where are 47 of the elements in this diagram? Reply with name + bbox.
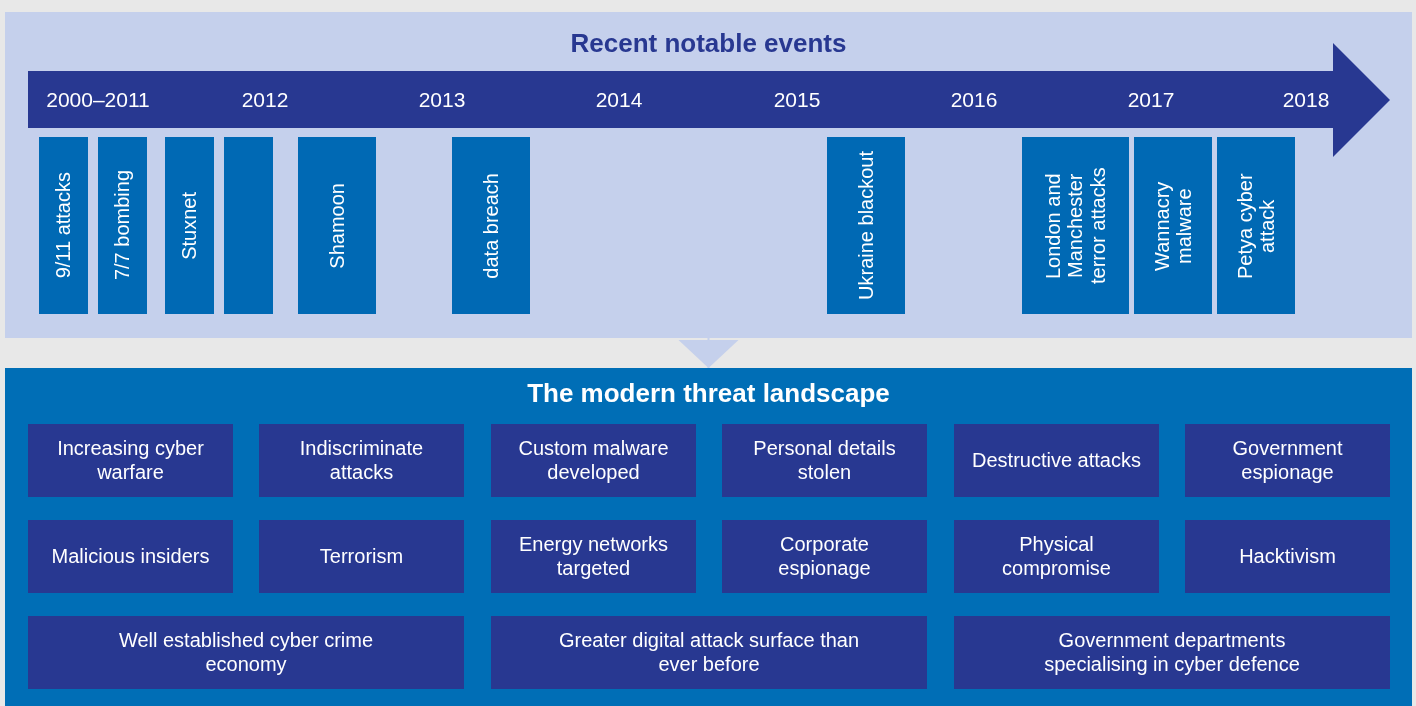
threat-box: Physical compromise — [954, 520, 1159, 593]
threat-box: Personal details stolen — [722, 424, 927, 497]
event-box — [1022, 137, 1129, 314]
year-label: 2018 — [1282, 88, 1330, 112]
event-box — [165, 137, 214, 314]
event-label: Petya cyber attack — [1233, 171, 1279, 281]
threat-box: Greater digital attack surface than ever before — [491, 616, 927, 689]
event-label: Wannacry malware — [1150, 179, 1196, 273]
threat-box: Custom malware developed — [491, 424, 696, 497]
threat-box: Corporate espionage — [722, 520, 927, 593]
panel-title: Recent notable events — [569, 28, 848, 59]
event-box — [452, 137, 530, 314]
event-label: data breach — [479, 172, 503, 279]
event-box — [1134, 137, 1212, 314]
event-label: Shamoon — [325, 182, 349, 269]
event-label: 9/11 attacks — [52, 172, 75, 279]
threat-box: Terrorism — [259, 520, 464, 593]
threat-box: Destructive attacks — [954, 424, 1159, 497]
event-box — [224, 137, 273, 314]
event-label: Ukraine blackout — [854, 151, 878, 300]
pointer-arrow — [678, 336, 739, 369]
threat-box: Government espionage — [1185, 424, 1390, 497]
threat-box: Well established cyber crime economy — [28, 616, 464, 689]
panel-background — [5, 12, 1412, 338]
year-label: 2000–2011 — [46, 88, 150, 112]
threat-box: Malicious insiders — [28, 520, 233, 593]
threat-box: Indiscriminate attacks — [259, 424, 464, 497]
threat-box: Increasing cyber warfare — [28, 424, 233, 497]
threat-box: Energy networks targeted — [491, 520, 696, 593]
event-label: Stuxnet — [178, 191, 201, 260]
event-box — [298, 137, 376, 314]
year-label: 2017 — [1127, 88, 1175, 112]
event-label: London and Manchester terror attacks — [1041, 166, 1110, 286]
panel-title: The modern threat landscape — [526, 378, 891, 409]
threat-box: Government departments specialising in cyber defence — [954, 616, 1390, 689]
year-label: 2012 — [241, 88, 289, 112]
threat-box: Hacktivism — [1185, 520, 1390, 593]
year-label: 2014 — [595, 88, 643, 112]
panel-background — [5, 368, 1412, 706]
event-box — [1217, 137, 1295, 314]
event-label: 7/7 bombing — [111, 170, 134, 281]
event-box — [39, 137, 88, 314]
year-label: 2016 — [950, 88, 998, 112]
event-box — [827, 137, 905, 314]
year-label: 2013 — [418, 88, 466, 112]
event-box — [98, 137, 147, 314]
year-label: 2015 — [773, 88, 821, 112]
